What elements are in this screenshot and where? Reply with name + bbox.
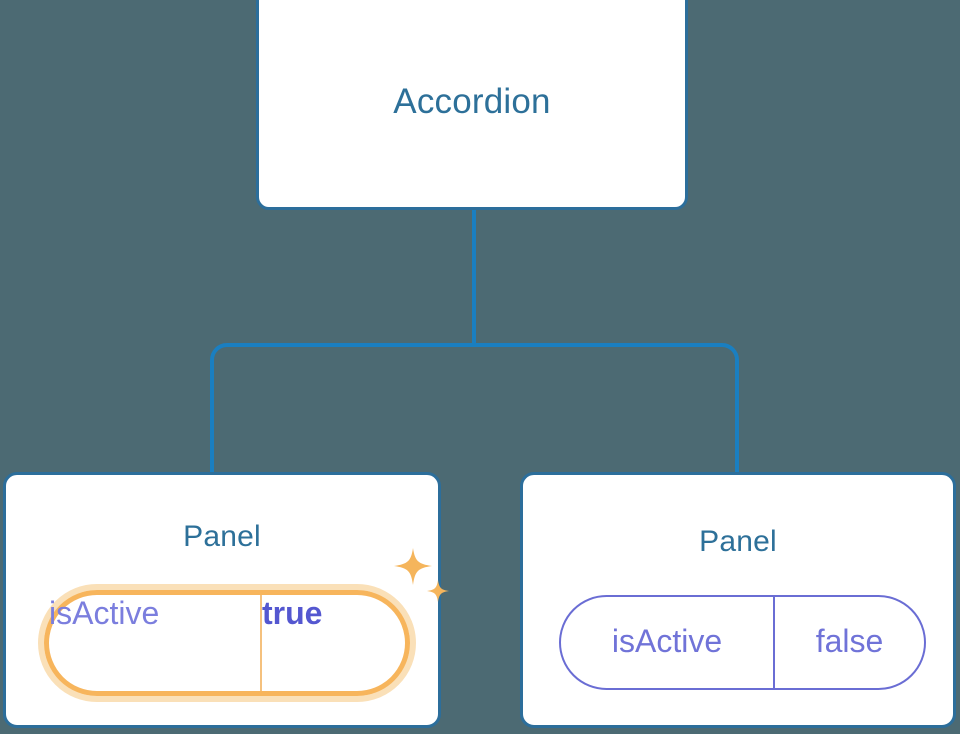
- node-panel-left[interactable]: Panel isActive true: [3, 472, 449, 728]
- prop-key-is-active: isActive: [49, 595, 262, 691]
- highlight-glow: [38, 584, 416, 702]
- prop-pill-is-active-true[interactable]: isActive true: [44, 590, 410, 696]
- prop-pill-is-active-false[interactable]: isActive false: [559, 595, 926, 690]
- prop-value-is-active: true: [262, 595, 323, 631]
- sparkle-small-icon: [427, 580, 449, 602]
- connector-branch-left: [210, 343, 474, 474]
- node-panel-left-title: Panel: [183, 520, 261, 553]
- prop-key-is-active: isActive: [561, 597, 775, 688]
- node-panel-right-title: Panel: [699, 525, 777, 558]
- node-accordion[interactable]: Accordion: [256, 0, 688, 210]
- prop-pill-highlighted[interactable]: isActive true: [38, 584, 416, 702]
- node-panel-right[interactable]: Panel isActive false: [520, 472, 956, 728]
- prop-value-is-active: false: [815, 623, 884, 659]
- node-accordion-title: Accordion: [393, 82, 551, 121]
- connector-branch-right: [474, 343, 739, 474]
